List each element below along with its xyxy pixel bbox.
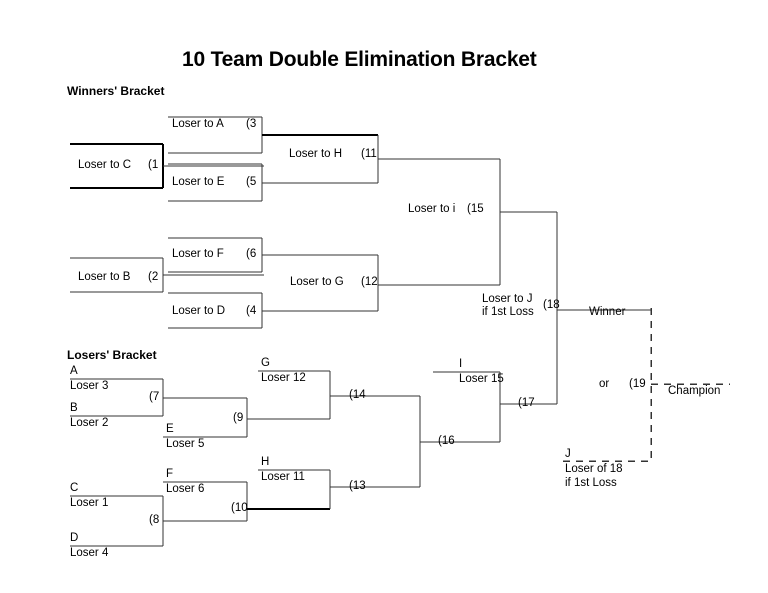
lb-seed-c-source: Loser 1: [70, 497, 109, 509]
wb-game-3-label: Loser to A: [172, 118, 224, 130]
lb-seed-d: D: [70, 532, 79, 544]
championship-or-label: or: [599, 378, 610, 390]
lb-seed-g: G: [261, 357, 270, 369]
lb-seed-g-source: Loser 12: [261, 372, 306, 384]
championship-challenger-seed: J: [565, 448, 571, 460]
lb-seed-c: C: [70, 482, 79, 494]
wb-game-12-label: Loser to G: [290, 276, 344, 288]
losers-bracket-label: Losers' Bracket: [67, 348, 157, 362]
lb-game-10-number: (10: [231, 502, 248, 514]
championship-game-number: (19: [629, 378, 646, 390]
lb-game-17-number: (17: [518, 397, 535, 409]
lb-seed-i-source: Loser 15: [459, 373, 504, 385]
champion-label: Champion: [668, 385, 721, 397]
wb-game-1-label: Loser to C: [78, 159, 132, 171]
lb-seed-f-source: Loser 6: [166, 483, 205, 495]
championship-challenger-source-line1: Loser of 18: [565, 463, 623, 475]
lb-seed-b: B: [70, 402, 78, 414]
lb-game-9-number: (9: [233, 412, 244, 424]
wb-game-12-number: (12: [361, 276, 378, 288]
lb-seed-d-source: Loser 4: [70, 547, 109, 559]
wb-game-11-label: Loser to H: [289, 148, 343, 160]
lb-seed-f: F: [166, 468, 174, 480]
lb-seed-i: I: [459, 358, 463, 370]
wb-game-6-label: Loser to F: [172, 248, 224, 260]
wb-game-1-number: (1: [148, 159, 159, 171]
wb-game-11-number: (11: [361, 148, 377, 160]
lb-seed-h-source: Loser 11: [261, 471, 305, 483]
wb-game-2-label: Loser to B: [78, 271, 131, 283]
wb-game-15-number: (15: [467, 203, 484, 215]
wb-game-5-number: (5: [246, 176, 257, 188]
wb-game-6-number: (6: [246, 248, 257, 260]
wb-game-18-number: (18: [543, 299, 560, 311]
lb-game-8-number: (8: [149, 514, 160, 526]
lb-seed-e: E: [166, 423, 174, 435]
lb-seed-a: A: [70, 365, 78, 377]
wb-game-4-label: Loser to D: [172, 305, 226, 317]
wb-game-18-label-line1: Loser to J: [482, 293, 533, 305]
lb-game-16-number: (16: [438, 435, 455, 447]
lb-seed-h: H: [261, 456, 270, 468]
wb-game-5-label: Loser to E: [172, 176, 225, 188]
lb-seed-a-source: Loser 3: [70, 380, 109, 392]
wb-game-3-number: (3: [246, 118, 257, 130]
page-title: 10 Team Double Elimination Bracket: [182, 48, 537, 71]
championship-challenger-source-line2: if 1st Loss: [565, 477, 617, 489]
wb-game-2-number: (2: [148, 271, 159, 283]
lb-seed-b-source: Loser 2: [70, 417, 109, 429]
lb-seed-e-source: Loser 5: [166, 438, 205, 450]
wb-game-18-label-line2: if 1st Loss: [482, 306, 534, 318]
lb-game-7-number: (7: [149, 391, 160, 403]
wb-game-4-number: (4: [246, 305, 257, 317]
lb-game-13-number: (13: [349, 480, 366, 492]
winners-bracket-label: Winners' Bracket: [67, 84, 165, 98]
wb-game-15-label: Loser to i: [408, 203, 456, 215]
championship-winner-label: Winner: [589, 306, 626, 318]
lb-game-14-number: (14: [349, 389, 366, 401]
championship-dashed-lines: [563, 308, 730, 462]
